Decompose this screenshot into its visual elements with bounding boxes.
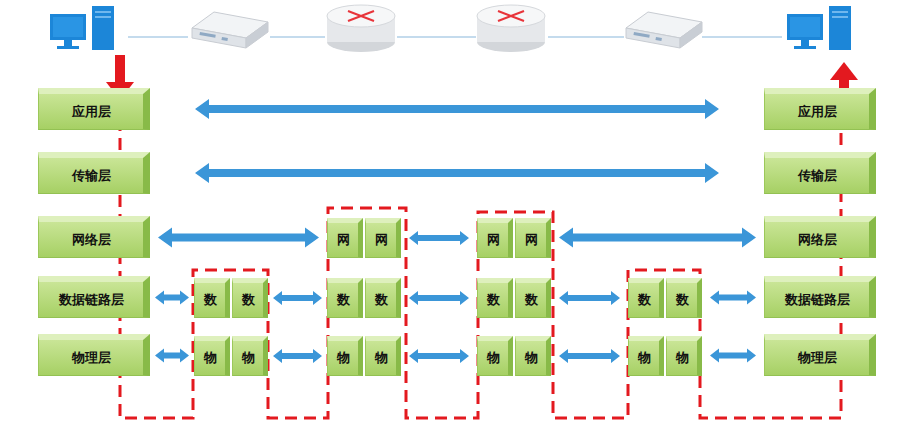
layer-box: 传输层: [764, 152, 876, 194]
layer-cell: 数: [477, 278, 513, 318]
router-icon: [477, 5, 545, 52]
layer-box: 数据链路层: [764, 276, 876, 318]
layer-label: 网: [375, 232, 388, 248]
layer-label: 物理层: [72, 350, 111, 366]
layer-arrow: [155, 291, 189, 305]
layer-cell: 数: [666, 278, 702, 318]
layer-label: 物: [375, 350, 388, 366]
layer-label: 应用层: [798, 104, 837, 120]
layer-cell: 网: [327, 218, 363, 258]
layer-label: 数: [337, 292, 350, 308]
layer-label: 物: [204, 350, 217, 366]
layer-box: 数据链路层: [38, 276, 150, 318]
layer-arrow: [409, 349, 469, 363]
layer-box: 网络层: [38, 216, 150, 258]
computer-icon: [50, 6, 114, 50]
switch-icon: [192, 12, 268, 48]
layer-cell: 网: [477, 218, 513, 258]
layer-label: 应用层: [72, 104, 111, 120]
layer-cell: 物: [232, 336, 268, 376]
computer-icon: [787, 6, 851, 50]
layer-arrow: [409, 231, 469, 245]
layer-cell: 数: [365, 278, 401, 318]
layer-cell: 物: [628, 336, 664, 376]
layer-arrow: [158, 228, 319, 248]
layer-label: 物: [242, 350, 255, 366]
layer-label: 网: [525, 232, 538, 248]
layer-box: 应用层: [38, 88, 150, 130]
layer-arrow: [273, 349, 322, 363]
layer-cell: 物: [194, 336, 230, 376]
layer-label: 传输层: [798, 168, 837, 184]
layer-label: 网络层: [72, 232, 111, 248]
layer-box: 物理层: [764, 334, 876, 376]
layer-cell: 数: [327, 278, 363, 318]
layer-label: 数据链路层: [785, 292, 850, 308]
layer-label: 网: [337, 232, 350, 248]
layer-label: 数: [525, 292, 538, 308]
layer-label: 物: [676, 350, 689, 366]
layer-label: 数: [638, 292, 651, 308]
layer-arrow: [273, 291, 322, 305]
layer-cell: 物: [515, 336, 551, 376]
layer-cell: 物: [666, 336, 702, 376]
layer-arrow: [559, 349, 620, 363]
layer-label: 数: [242, 292, 255, 308]
layer-box: 应用层: [764, 88, 876, 130]
layer-label: 物: [525, 350, 538, 366]
layer-label: 物: [638, 350, 651, 366]
layer-arrow: [559, 291, 620, 305]
layer-label: 物: [487, 350, 500, 366]
layer-arrow: [155, 349, 189, 363]
layer-cell: 网: [365, 218, 401, 258]
layer-label: 物: [337, 350, 350, 366]
layer-label: 数: [487, 292, 500, 308]
layer-label: 数: [204, 292, 217, 308]
layer-cell: 物: [327, 336, 363, 376]
layer-label: 传输层: [72, 168, 111, 184]
layer-arrow: [409, 291, 469, 305]
layer-cell: 数: [232, 278, 268, 318]
layer-cell: 数: [628, 278, 664, 318]
layer-arrow: [710, 349, 756, 363]
layer-arrow: [559, 228, 756, 248]
data-path: [120, 78, 841, 418]
layer-cell: 物: [365, 336, 401, 376]
layer-label: 数: [676, 292, 689, 308]
layer-cell: 数: [194, 278, 230, 318]
layer-box: 物理层: [38, 334, 150, 376]
layer-arrow: [195, 163, 719, 183]
router-icon: [327, 5, 395, 52]
layer-cell: 物: [477, 336, 513, 376]
switch-icon: [626, 12, 702, 48]
layer-cell: 数: [515, 278, 551, 318]
layer-cell: 网: [515, 218, 551, 258]
layer-box: 网络层: [764, 216, 876, 258]
layer-label: 网络层: [798, 232, 837, 248]
layer-arrow: [710, 291, 756, 305]
layer-label: 网: [487, 232, 500, 248]
layer-label: 物理层: [798, 350, 837, 366]
layer-box: 传输层: [38, 152, 150, 194]
layer-label: 数: [375, 292, 388, 308]
layer-arrow: [195, 99, 719, 119]
layer-label: 数据链路层: [59, 292, 124, 308]
